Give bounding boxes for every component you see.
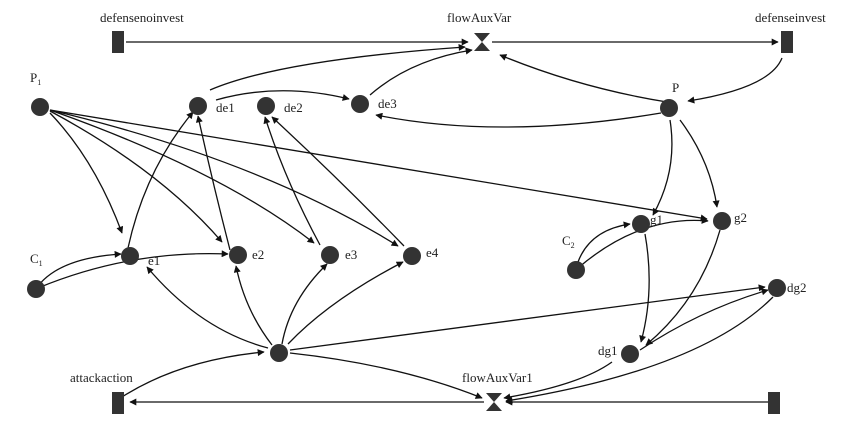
- label-p1-sub: 1: [37, 78, 41, 87]
- label-defensenoinvest: defensenoinvest: [100, 10, 184, 25]
- edge-g1-to-dg1: [639, 233, 650, 343]
- label-c2-sub: 2: [571, 241, 575, 250]
- node-p1: [31, 98, 49, 116]
- node-p: [660, 99, 678, 117]
- edge-p1-to-e1: [49, 112, 124, 234]
- label-p1-main: P: [30, 70, 37, 85]
- label-c2: C2: [562, 233, 575, 250]
- edge-g2-to-dg1: [645, 229, 721, 346]
- node-e4: [403, 247, 421, 265]
- edge-e4-to-de2: [271, 116, 405, 247]
- edge-attackaction-to-a: [121, 349, 265, 398]
- node-de2: [257, 97, 275, 115]
- edge-p1-to-e3: [49, 109, 315, 244]
- labels: defensenoinvest defenseinvest attackacti…: [30, 10, 826, 385]
- edge-p-to-de3: [375, 112, 662, 128]
- node-c1: [27, 280, 45, 298]
- edge-a-to-e2: [233, 265, 273, 346]
- node-g1: [632, 215, 650, 233]
- edge-de1-to-de3: [215, 90, 350, 101]
- stock-sink: [768, 392, 780, 414]
- node-dg1: [621, 345, 639, 363]
- edge-c1-to-e1: [37, 250, 122, 287]
- stock-attackaction: [112, 392, 124, 414]
- label-de2: de2: [284, 100, 303, 115]
- label-g1: g1: [650, 212, 663, 227]
- label-attackaction: attackaction: [70, 370, 133, 385]
- edge-a-to-e4: [287, 261, 404, 345]
- edge-dg1-to-dg2: [639, 288, 769, 351]
- nodes: [27, 95, 786, 363]
- valve-flowauxvar1-icon: [486, 393, 502, 411]
- node-dg2: [768, 279, 786, 297]
- label-e1: e1: [148, 253, 160, 268]
- edge-de3-to-flowauxvar: [369, 47, 473, 96]
- edge-p1-to-g2: [49, 109, 708, 222]
- label-g2: g2: [734, 210, 747, 225]
- label-p: P: [672, 80, 679, 95]
- node-e3: [321, 246, 339, 264]
- label-c1: C1: [30, 251, 43, 268]
- valves: [474, 33, 502, 411]
- label-dg2: dg2: [787, 280, 807, 295]
- node-e2: [229, 246, 247, 264]
- label-flowauxvar1: flowAuxVar1: [462, 370, 533, 385]
- edge-e2-to-de1: [195, 115, 231, 251]
- node-g2: [713, 212, 731, 230]
- stock-defenseinvest: [781, 31, 793, 53]
- label-de1: de1: [216, 100, 235, 115]
- label-dg1: dg1: [598, 343, 618, 358]
- edge-defenseinvest-to-p: [687, 57, 783, 104]
- edge-dg1-to-flowauxvar1: [503, 361, 613, 401]
- label-e2: e2: [252, 247, 264, 262]
- edge-a-to-dg2: [289, 284, 766, 351]
- label-e3: e3: [345, 247, 357, 262]
- edges: [37, 38, 783, 406]
- edge-c2-to-g1: [577, 221, 631, 263]
- label-p1: P1: [30, 70, 41, 87]
- edge-e3-to-de2: [263, 116, 321, 246]
- label-c1-sub: 1: [39, 259, 43, 268]
- edge-p-to-g1: [652, 119, 673, 216]
- edge-p-to-g2: [679, 119, 720, 208]
- label-c1-main: C: [30, 251, 39, 266]
- edge-a-to-e1: [146, 266, 269, 349]
- label-defenseinvest: defenseinvest: [755, 10, 826, 25]
- node-c2: [567, 261, 585, 279]
- edge-a-to-e3: [281, 263, 328, 345]
- stocks: [112, 31, 793, 414]
- edge-p1-to-e4: [49, 109, 399, 247]
- label-c2-main: C: [562, 233, 571, 248]
- edge-a-to-flowauxvar1: [289, 352, 483, 399]
- edge-p1-to-e2: [49, 110, 223, 243]
- node-de1: [189, 97, 207, 115]
- edge-de1-to-flowauxvar: [209, 43, 466, 91]
- label-de3: de3: [378, 96, 397, 111]
- label-e4: e4: [426, 245, 439, 260]
- node-a: [270, 344, 288, 362]
- label-flowauxvar: flowAuxVar: [447, 10, 512, 25]
- edge-p-to-flowauxvar: [499, 54, 668, 103]
- edge-e1-to-de1: [127, 111, 194, 249]
- node-e1: [121, 247, 139, 265]
- stock-defensenoinvest: [112, 31, 124, 53]
- valve-flowauxvar-icon: [474, 33, 490, 51]
- node-de3: [351, 95, 369, 113]
- edge-dg2-to-flowauxvar1: [505, 296, 774, 404]
